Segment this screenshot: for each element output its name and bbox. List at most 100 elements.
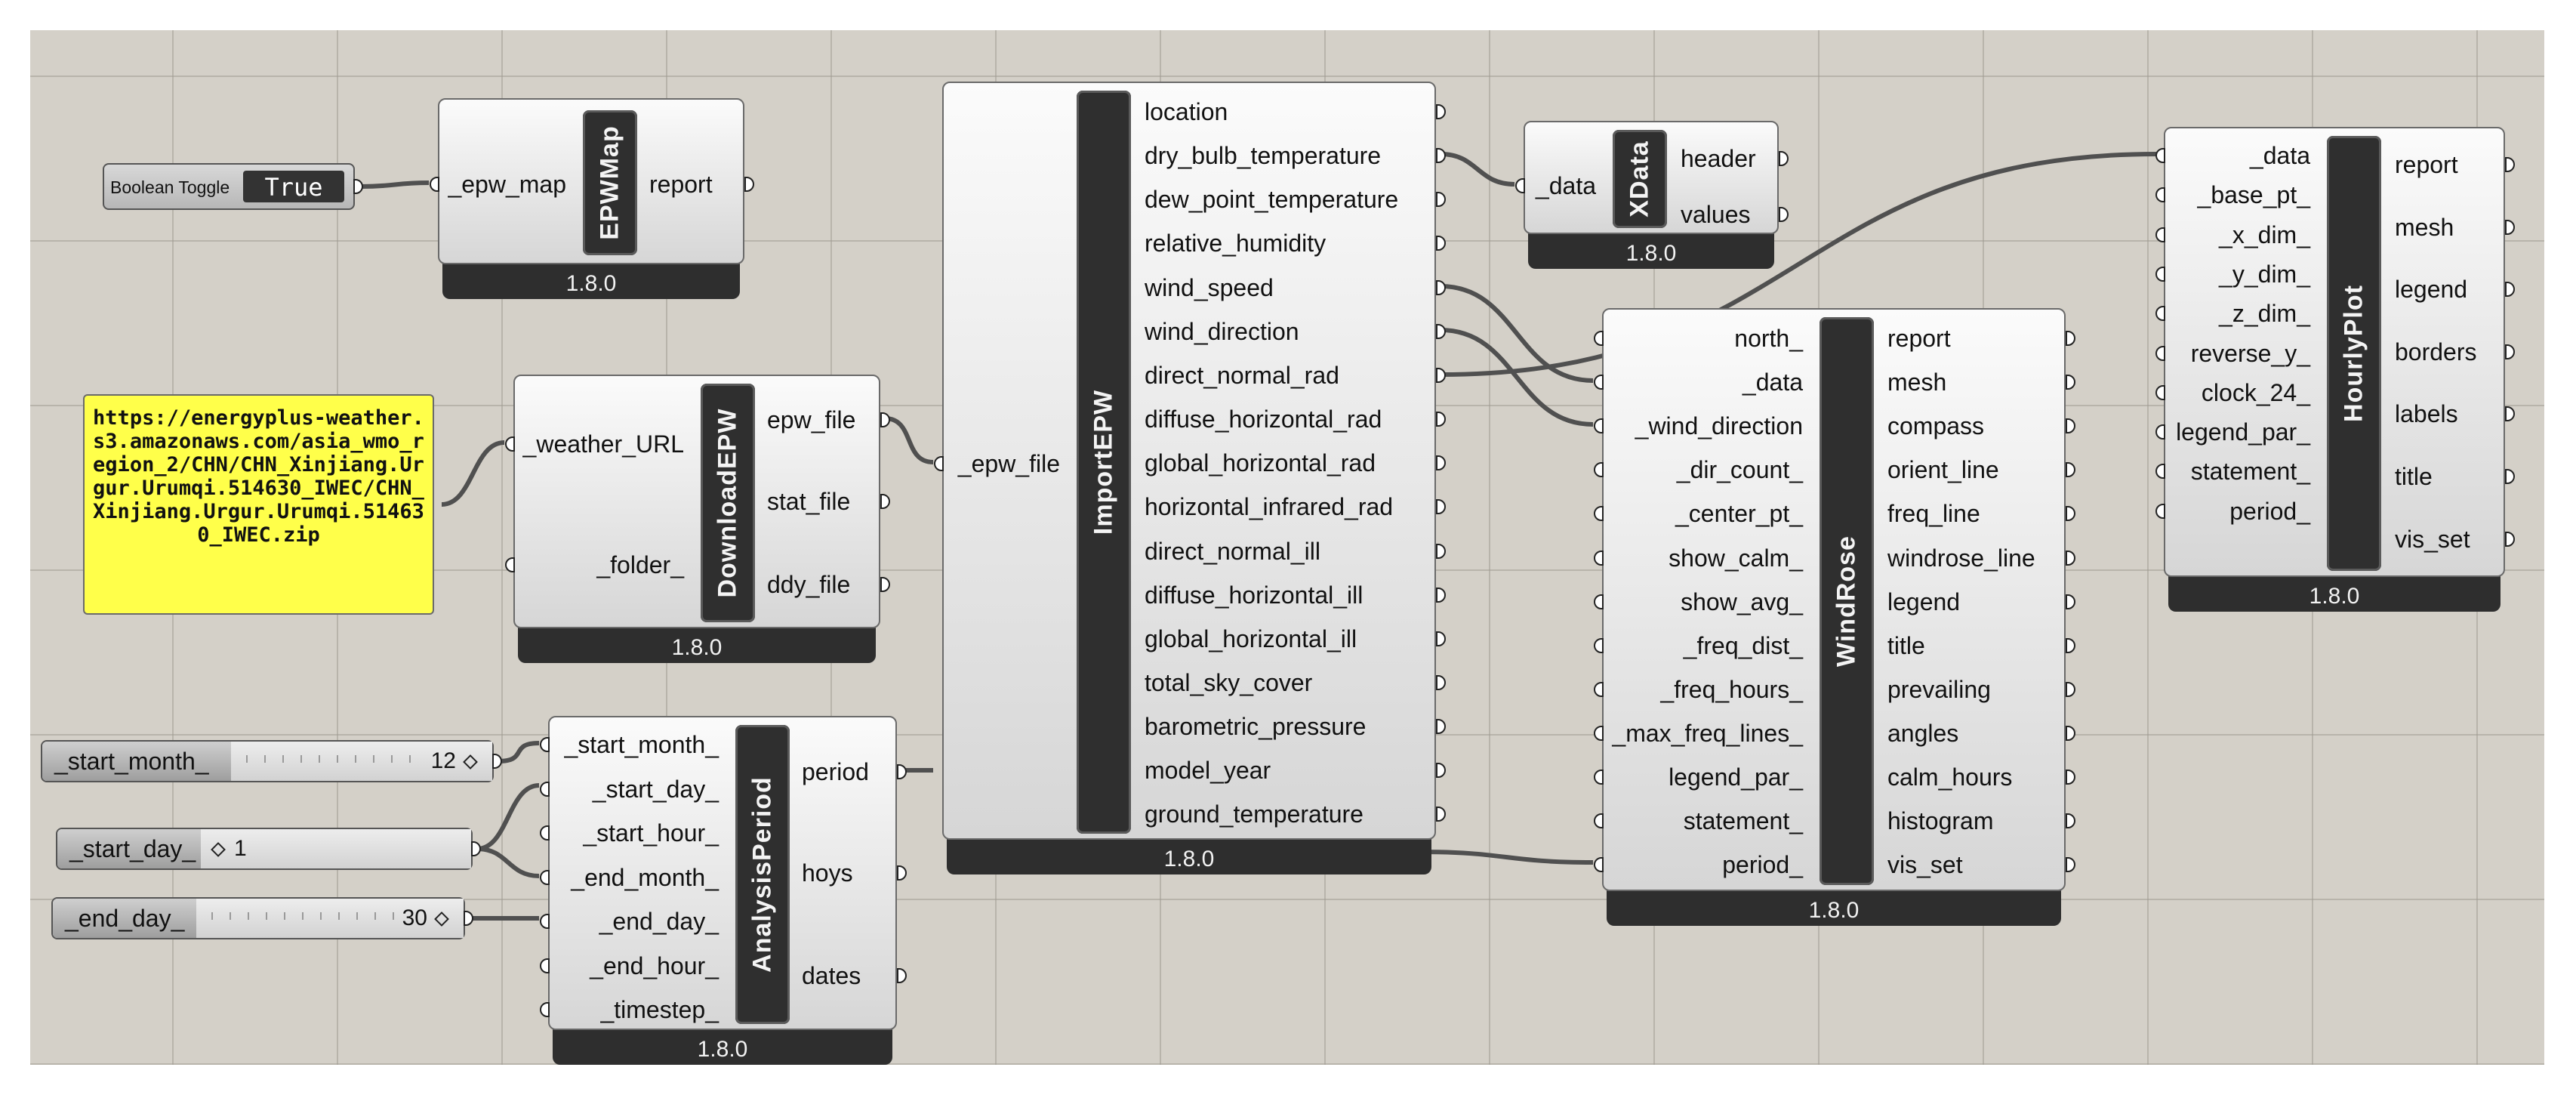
output-grip[interactable] (1436, 192, 1446, 207)
output-grip[interactable] (1436, 807, 1446, 822)
input-grip[interactable] (2155, 385, 2165, 400)
input-grip[interactable] (1594, 857, 1604, 872)
output-grip[interactable] (1779, 151, 1789, 166)
input-grip[interactable] (1594, 418, 1604, 433)
component-body[interactable]: HourlyPlot_data_base_pt__x_dim__y_dim__z… (2155, 127, 2515, 577)
output-grip[interactable] (2066, 331, 2075, 346)
toggle-value[interactable]: True (243, 171, 344, 202)
slider-diamond-icon[interactable] (211, 842, 226, 857)
input-grip[interactable] (1594, 331, 1604, 346)
input-grip[interactable] (1594, 726, 1604, 741)
output-grip[interactable] (1436, 719, 1446, 734)
output-grip[interactable] (2066, 462, 2075, 477)
output-grip[interactable] (2066, 638, 2075, 653)
input-grip[interactable] (540, 737, 550, 752)
input-grip[interactable] (540, 825, 550, 841)
output-grip[interactable] (353, 179, 363, 194)
output-grip[interactable] (2066, 770, 2075, 785)
component-name-bar[interactable]: AnalysisPeriod (735, 725, 790, 1024)
output-grip[interactable] (2066, 418, 2075, 433)
slider-track[interactable]: 12 (231, 742, 492, 781)
input-grip[interactable] (1594, 551, 1604, 566)
input-grip[interactable] (1594, 594, 1604, 609)
output-grip[interactable] (1436, 280, 1446, 295)
output-grip[interactable] (1436, 368, 1446, 383)
component-name-bar[interactable]: DownloadEPW (701, 384, 755, 622)
output-grip[interactable] (1436, 324, 1446, 339)
output-grip[interactable] (1436, 631, 1446, 646)
output-grip[interactable] (492, 754, 502, 769)
input-grip[interactable] (540, 958, 550, 973)
output-grip[interactable] (880, 494, 890, 509)
input-grip[interactable] (2155, 424, 2165, 440)
output-grip[interactable] (1436, 104, 1446, 119)
output-grip[interactable] (1436, 412, 1446, 427)
input-grip[interactable] (2155, 346, 2165, 361)
input-grip[interactable] (2155, 267, 2165, 282)
input-grip[interactable] (934, 456, 944, 471)
output-grip[interactable] (2505, 157, 2515, 172)
output-grip[interactable] (2066, 594, 2075, 609)
output-grip[interactable] (1779, 207, 1789, 222)
input-grip[interactable] (2155, 306, 2165, 321)
output-grip[interactable] (2066, 857, 2075, 872)
number-slider-start-day[interactable]: _start_day_1 (56, 828, 481, 870)
output-grip[interactable] (2066, 506, 2075, 521)
output-grip[interactable] (2505, 282, 2515, 297)
input-grip[interactable] (505, 436, 515, 452)
number-slider-start-month[interactable]: _start_month_12 (41, 740, 502, 782)
output-grip[interactable] (471, 841, 481, 856)
output-grip[interactable] (897, 865, 907, 881)
output-grip[interactable] (2505, 532, 2515, 547)
input-grip[interactable] (1594, 375, 1604, 390)
output-grip[interactable] (880, 577, 890, 592)
slider-diamond-icon[interactable] (434, 911, 449, 927)
output-grip[interactable] (1436, 455, 1446, 470)
output-grip[interactable] (744, 177, 754, 192)
slider-diamond-icon[interactable] (463, 754, 478, 770)
input-grip[interactable] (540, 914, 550, 929)
output-grip[interactable] (1436, 499, 1446, 514)
slider-track[interactable]: 30 (196, 899, 464, 938)
input-grip[interactable] (430, 177, 439, 192)
output-grip[interactable] (2066, 726, 2075, 741)
component-name-bar[interactable]: WindRose (1820, 317, 1874, 885)
slider-track[interactable]: 1 (201, 829, 471, 868)
input-grip[interactable] (1594, 813, 1604, 828)
output-grip[interactable] (2066, 813, 2075, 828)
output-grip[interactable] (1436, 236, 1446, 251)
output-grip[interactable] (2505, 344, 2515, 359)
output-grip[interactable] (2066, 682, 2075, 697)
component-name-bar[interactable]: ImportEPW (1077, 91, 1131, 834)
output-grip[interactable] (2066, 551, 2075, 566)
output-grip[interactable] (464, 911, 473, 926)
output-grip[interactable] (2505, 406, 2515, 421)
output-grip[interactable] (1436, 544, 1446, 559)
input-grip[interactable] (2155, 504, 2165, 519)
input-grip[interactable] (1594, 682, 1604, 697)
input-grip[interactable] (2155, 187, 2165, 202)
output-grip[interactable] (2505, 469, 2515, 484)
input-grip[interactable] (2155, 464, 2165, 479)
component-name-bar[interactable]: XData (1613, 130, 1667, 228)
input-grip[interactable] (540, 1002, 550, 1017)
component-name-bar[interactable]: EPWMap (583, 110, 637, 255)
component-body[interactable]: AnalysisPeriod_start_month__start_day__s… (540, 716, 907, 1030)
output-grip[interactable] (880, 412, 890, 427)
output-grip[interactable] (2066, 375, 2075, 390)
input-grip[interactable] (2155, 227, 2165, 242)
input-grip[interactable] (1594, 770, 1604, 785)
